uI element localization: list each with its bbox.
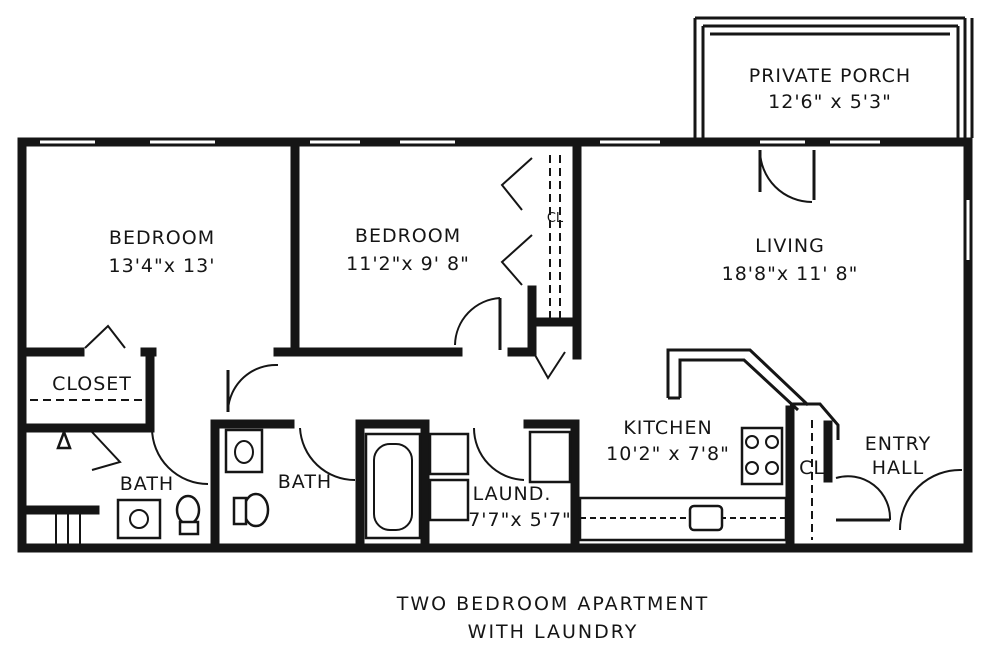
bedroom1-dims: 13'4"x 13': [109, 255, 216, 277]
utility-sink-icon: [528, 430, 572, 484]
bedroom1-name: BEDROOM: [109, 227, 215, 249]
room-labels: BEDROOM 13'4"x 13' BEDROOM 11'2"x 9' 8" …: [52, 65, 931, 531]
closet-name: CLOSET: [52, 373, 132, 395]
exterior-walls: [17, 137, 973, 553]
laundry-name: LAUND.: [473, 483, 552, 505]
vent-icon: [56, 428, 72, 450]
porch-dims: 12'6" x 5'3": [768, 91, 892, 113]
bedroom2-dims: 11'2"x 9' 8": [346, 253, 470, 275]
closet-cl-label: CL: [547, 211, 564, 226]
bath1-name: BATH: [120, 473, 174, 495]
title-line1: TWO BEDROOM APARTMENT: [396, 593, 709, 615]
bath-fixtures: [55, 428, 572, 544]
title-line2: WITH LAUNDRY: [468, 621, 639, 643]
dryer-icon: [428, 478, 470, 522]
sink-icon: [224, 428, 264, 474]
kitchen-counters: [578, 348, 840, 542]
closet-shelves: [30, 155, 813, 540]
plan-title: TWO BEDROOM APARTMENT WITH LAUNDRY: [396, 593, 709, 643]
doors: [84, 149, 963, 531]
toilet-icon: [242, 492, 270, 528]
living-name: LIVING: [755, 235, 825, 257]
bedroom2-name: BEDROOM: [355, 225, 461, 247]
kitchen-dims: 10'2" x 7'8": [606, 443, 730, 465]
sink-icon: [688, 504, 724, 532]
vanity-icon: [116, 498, 162, 540]
washer-icon: [428, 432, 470, 476]
toilet-icon: [175, 494, 201, 526]
entry-name2: HALL: [872, 457, 924, 479]
interior-walls: [21, 145, 833, 549]
bath2-name: BATH: [278, 471, 332, 493]
living-dims: 18'8"x 11' 8": [722, 263, 859, 285]
kitchen-name: KITCHEN: [623, 417, 712, 439]
entry-closet-cl-label: CL: [799, 457, 825, 479]
porch-name: PRIVATE PORCH: [749, 65, 911, 87]
laundry-dims: 7'7"x 5'7": [468, 509, 572, 531]
entry-name: ENTRY: [865, 433, 931, 455]
porch-outline: [693, 16, 974, 138]
